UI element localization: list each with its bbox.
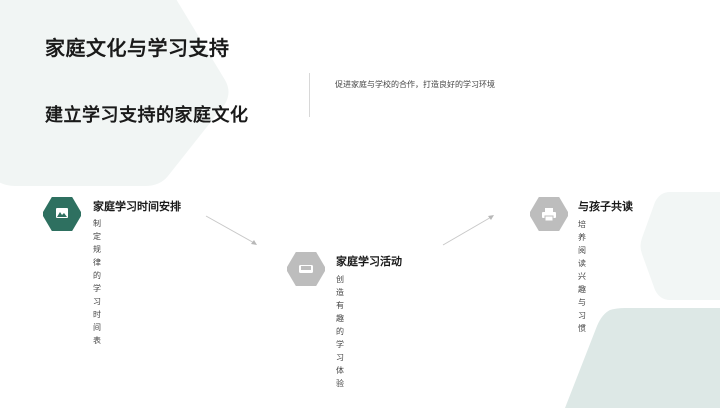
bg-hexagon-right	[640, 192, 720, 300]
arrow-up-right-icon	[442, 215, 494, 246]
step-desc-line: 表	[93, 336, 101, 345]
printer-icon	[530, 197, 568, 231]
image-icon	[43, 197, 81, 231]
step-desc-line: 制定规律的学习时间	[93, 219, 101, 332]
step-desc: 培养阅读兴趣与习惯	[578, 218, 586, 335]
bg-hexagon-bottom-right	[565, 308, 720, 408]
step-title: 与孩子共读	[578, 200, 633, 213]
step-desc: 制定规律的学习时间 表	[93, 217, 101, 347]
arrow-down-right-icon	[205, 215, 257, 245]
tagline-text: 促进家庭与学校的合作，打造良好的学习环境	[335, 80, 495, 89]
step-desc: 创造有趣的学习体验	[336, 273, 344, 390]
step-title: 家庭学习活动	[336, 255, 402, 268]
page-title: 家庭文化与学习支持	[45, 36, 230, 60]
vertical-divider	[309, 73, 310, 117]
bg-hexagon-top-left	[0, 0, 229, 186]
page-subtitle: 建立学习支持的家庭文化	[45, 105, 249, 126]
step-title: 家庭学习时间安排	[93, 200, 181, 213]
step-desc-line: 创造有趣的学习体验	[336, 275, 344, 388]
sofa-icon	[287, 252, 325, 286]
step-desc-line: 培养阅读兴趣与习惯	[578, 220, 586, 333]
